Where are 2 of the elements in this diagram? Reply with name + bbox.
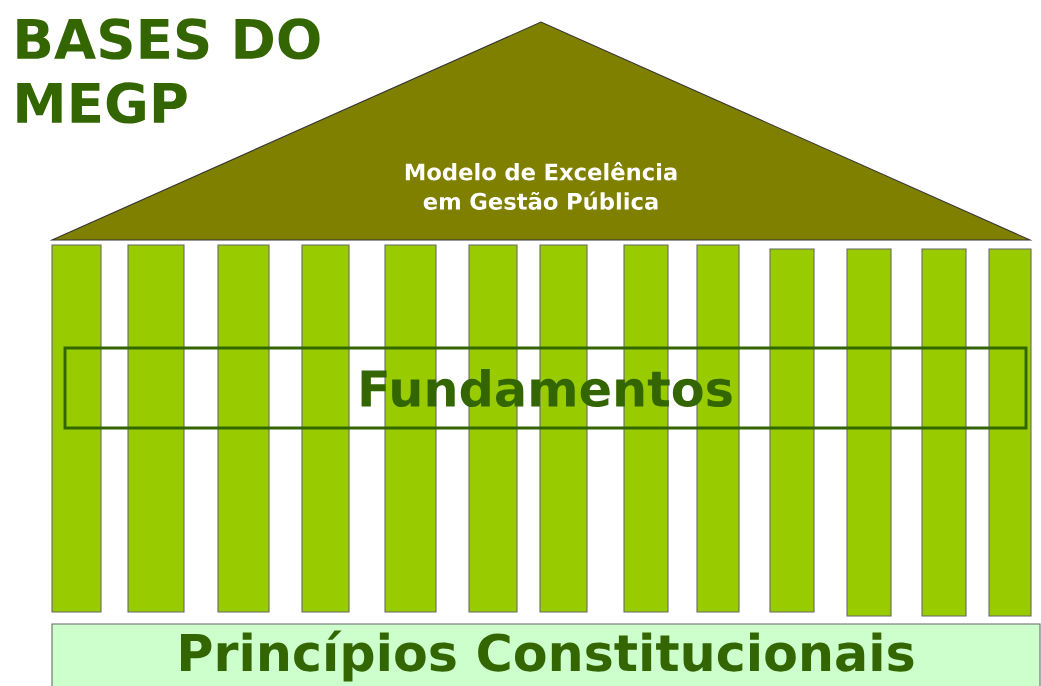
base-band: Princípios Constitucionais bbox=[51, 623, 1041, 686]
title: BASES DO MEGP bbox=[17, 18, 320, 124]
